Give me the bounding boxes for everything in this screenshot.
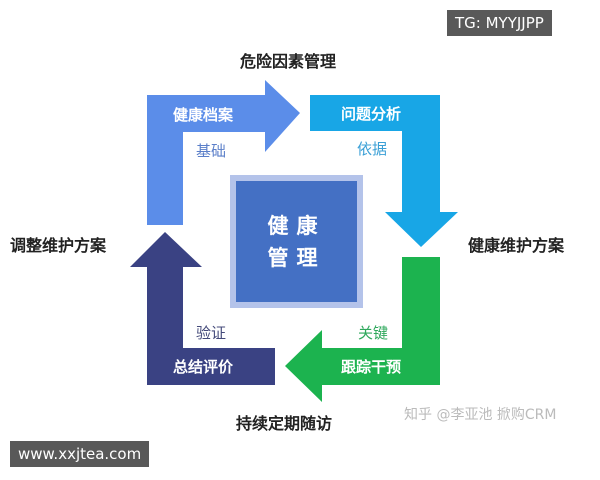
step-1-sub: 基础 [196, 142, 227, 160]
step-3-label: 跟踪干预 [341, 358, 402, 376]
arrow-health-record [147, 80, 300, 225]
watermark-tg: TG: MYYJJPP [447, 10, 552, 36]
step-2-sub: 依据 [357, 140, 388, 158]
step-2-label: 问题分析 [341, 105, 402, 123]
center-box [236, 181, 357, 302]
step-3-sub: 关键 [358, 324, 389, 342]
arrow-evaluation [130, 232, 275, 385]
arrow-problem-analysis [310, 95, 458, 247]
watermark-site: www.xxjtea.com [10, 441, 150, 467]
label-bottom: 持续定期随访 [236, 414, 333, 433]
center-line1: 健康 [267, 213, 326, 238]
arrow-intervention [285, 257, 440, 402]
title-risk-management: 危险因素管理 [240, 52, 337, 71]
center-label: 健康 管理 [236, 181, 357, 302]
label-left: 调整维护方案 [10, 236, 107, 255]
step-1-label: 健康档案 [173, 106, 234, 124]
label-right: 健康维护方案 [468, 236, 565, 255]
step-4-label: 总结评价 [173, 358, 234, 376]
step-4-sub: 验证 [196, 324, 227, 342]
center-line2: 管理 [267, 245, 326, 270]
watermark-zhihu: 知乎 @李亚池 掀购CRM [404, 407, 557, 423]
